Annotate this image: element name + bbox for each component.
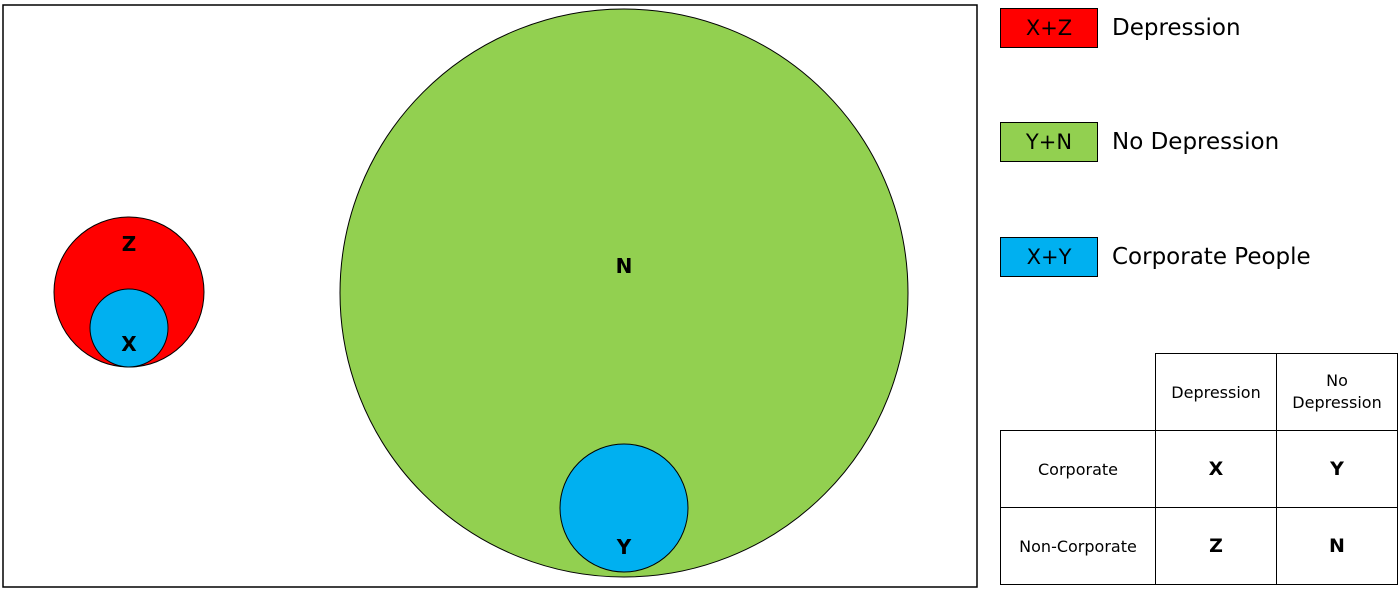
header-line-1: No [1326, 371, 1348, 390]
venn-diagram: Z X N Y [2, 4, 978, 588]
legend-swatch-text: X+Z [1025, 16, 1073, 40]
legend-item-depression: X+Z Depression [1000, 7, 1241, 49]
no-depression-noncorporate-circle [339, 8, 909, 578]
table-row: Corporate X Y [1000, 430, 1398, 508]
table-header-row: Depression No Depression [1000, 353, 1398, 431]
legend-label-no-depression: No Depression [1112, 129, 1280, 155]
legend-item-no-depression: Y+N No Depression [1000, 121, 1279, 163]
legend-swatch-text: Y+N [1025, 130, 1073, 154]
depression-corporate-circle [89, 288, 169, 368]
table-header-no-depression: No Depression [1276, 353, 1398, 431]
label-z: Z [122, 232, 137, 256]
row-label-non-corporate: Non-Corporate [1000, 507, 1156, 585]
legend-swatch-text: X+Y [1026, 245, 1072, 269]
legend-swatch-no-depression: Y+N [1000, 122, 1098, 162]
row-label-corporate: Corporate [1000, 430, 1156, 508]
cell-noncorporate-depression: Z [1155, 507, 1277, 585]
legend-swatch-corporate-people: X+Y [1000, 237, 1098, 277]
cell-noncorporate-no-depression: N [1276, 507, 1398, 585]
label-x: X [121, 332, 137, 356]
legend-swatch-depression: X+Z [1000, 8, 1098, 48]
label-n: N [616, 254, 633, 278]
table-row: Non-Corporate Z N [1000, 507, 1398, 585]
cell-corporate-no-depression: Y [1276, 430, 1398, 508]
header-line-2: Depression [1292, 393, 1382, 412]
contingency-table: Depression No Depression Corporate X Y N… [1000, 353, 1398, 585]
legend-label-depression: Depression [1112, 15, 1241, 41]
legend-label-corporate-people: Corporate People [1112, 244, 1311, 270]
legend-item-corporate-people: X+Y Corporate People [1000, 236, 1311, 278]
table-corner-cell [1000, 353, 1156, 431]
cell-corporate-depression: X [1155, 430, 1277, 508]
label-y: Y [616, 535, 632, 559]
table-header-depression: Depression [1155, 353, 1277, 431]
no-depression-corporate-circle [559, 443, 689, 573]
